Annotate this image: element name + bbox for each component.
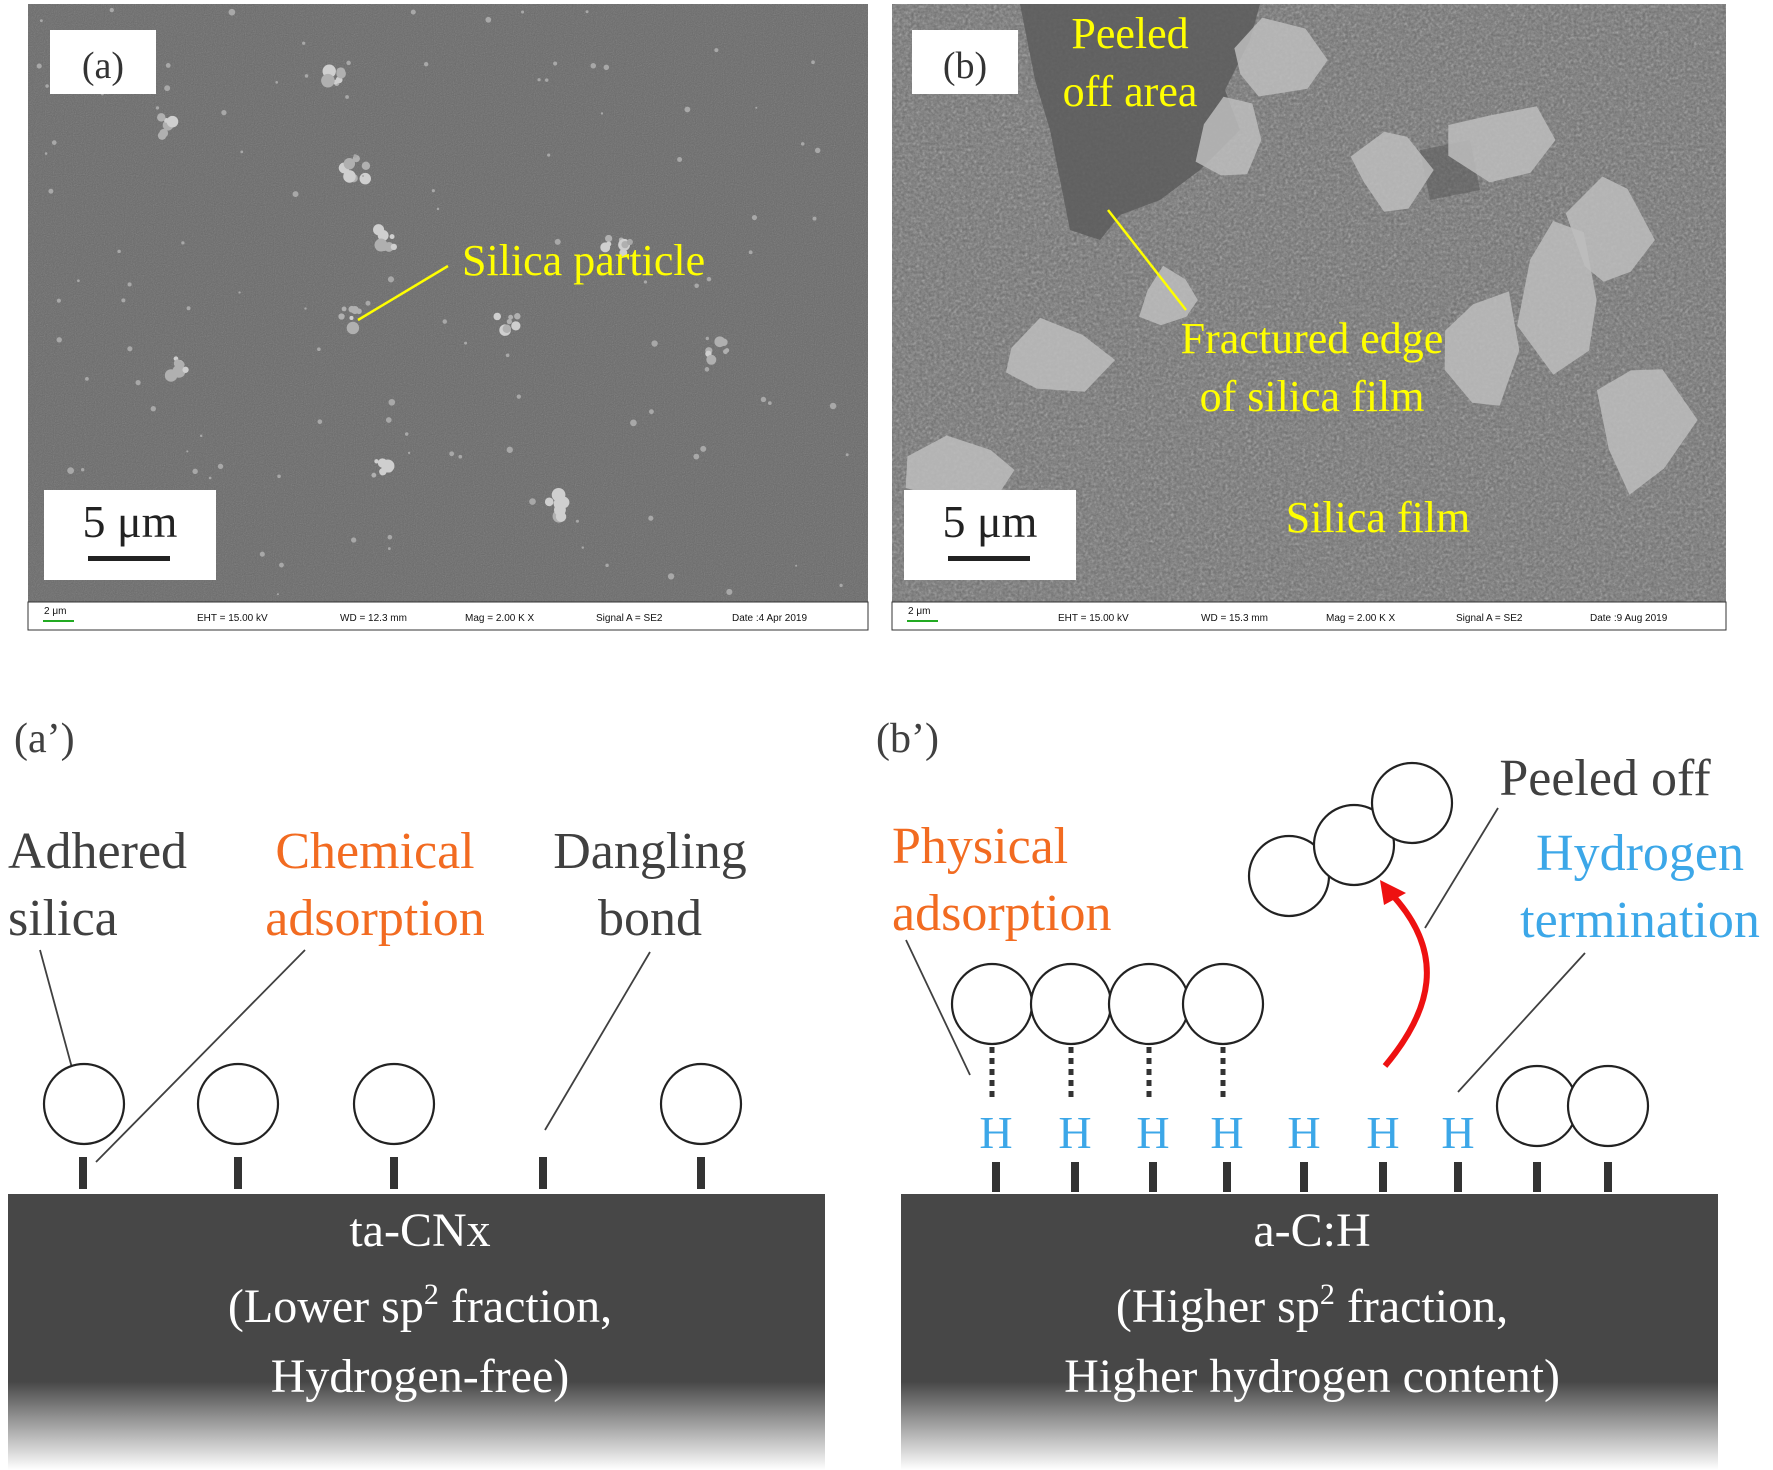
substrate-desc-line3-a: Hydrogen-free) xyxy=(271,1350,570,1403)
adhered-silica-line2: silica xyxy=(8,890,118,947)
info-signal-a: Signal A = SE2 xyxy=(596,613,663,624)
info-mag-a: Mag = 2.00 K X xyxy=(465,613,535,624)
sem-image-b: 2 μm EHT = 15.00 kV WD = 15.3 mm Mag = 2… xyxy=(891,4,1727,631)
info-small-scale-a: 2 μm xyxy=(44,606,66,617)
hydrogen-atom: H xyxy=(979,1107,1012,1158)
substrate-name-a-c-h: a-C:H xyxy=(1253,1204,1370,1257)
scale-bar-label-b: 5 μm xyxy=(943,496,1038,547)
silica-film-label: Silica film xyxy=(1286,493,1471,542)
peeled-silica-sphere xyxy=(1370,761,1454,845)
physical-adsorption-line1: Physical xyxy=(892,818,1068,875)
silica-sphere xyxy=(1029,962,1113,1046)
info-eht-b: EHT = 15.00 kV xyxy=(1058,613,1129,624)
scale-bar-a xyxy=(88,556,170,561)
schematic-b-prime: (b’) Physical adsorption Peeled off Hydr… xyxy=(876,716,1760,1470)
hydrogen-termination-leader xyxy=(1457,952,1586,1093)
info-mag-b: Mag = 2.00 K X xyxy=(1326,613,1396,624)
fractured-edge-label-line2: of silica film xyxy=(1200,372,1425,421)
sem-image-a: 2 μm EHT = 15.00 kV WD = 12.3 mm Mag = 2… xyxy=(27,4,869,631)
peeled-off-leader xyxy=(1424,807,1499,929)
surface-bond xyxy=(79,1157,87,1189)
physical-adsorption-leader xyxy=(905,939,971,1076)
scale-bar-label-a: 5 μm xyxy=(83,496,178,547)
schematic-a-prime: (a’) Adhered silica Chemical adsorption … xyxy=(8,716,825,1470)
hydrogen-atom: H xyxy=(1136,1107,1169,1158)
surface-bond xyxy=(390,1157,398,1189)
hydrogen-atom: H xyxy=(1366,1107,1399,1158)
silica-flakes-b xyxy=(905,17,1698,500)
silica-sphere xyxy=(196,1062,280,1146)
substrate-desc-line2-b: (Higher sp2 fraction, xyxy=(1116,1278,1508,1333)
peeled-area-label-line1: Peeled xyxy=(1071,9,1188,58)
silica-sphere xyxy=(42,1062,126,1146)
adhered-silica-line1: Adhered xyxy=(8,823,187,880)
sem-info-bar-a: 2 μm EHT = 15.00 kV WD = 12.3 mm Mag = 2… xyxy=(43,606,807,624)
physical-adsorption-line2: adsorption xyxy=(892,885,1112,942)
hydrogen-atom: H xyxy=(1210,1107,1243,1158)
sem-info-bar-b: 2 μm EHT = 15.00 kV WD = 15.3 mm Mag = 2… xyxy=(907,606,1668,624)
panel-label-a-prime: (a’) xyxy=(14,716,75,762)
info-date-b: Date :9 Aug 2019 xyxy=(1590,613,1668,624)
chemical-adsorption-leader xyxy=(95,949,306,1163)
silica-sphere xyxy=(950,962,1034,1046)
hydrogen-atom: H xyxy=(1058,1107,1091,1158)
scale-bar-b xyxy=(948,556,1030,561)
info-wd-a: WD = 12.3 mm xyxy=(340,613,407,624)
info-eht-a: EHT = 15.00 kV xyxy=(197,613,268,624)
hydrogen-termination-line2: termination xyxy=(1520,892,1760,949)
dangling-bond-line2: bond xyxy=(598,890,702,947)
info-date-a: Date :4 Apr 2019 xyxy=(732,613,807,624)
fractured-edge-label-line1: Fractured edge xyxy=(1181,314,1444,363)
info-signal-b: Signal A = SE2 xyxy=(1456,613,1523,624)
surface-bond xyxy=(697,1157,705,1189)
peel-off-arrowhead xyxy=(1380,880,1406,905)
panel-label-b-prime: (b’) xyxy=(876,716,939,762)
silica-particle-leader xyxy=(357,264,449,322)
substrate-desc-line3-b: Higher hydrogen content) xyxy=(1064,1350,1560,1403)
dangling-bond xyxy=(539,1157,547,1189)
peel-off-arrow xyxy=(1382,896,1430,1068)
silica-sphere xyxy=(1181,962,1265,1046)
silica-sphere xyxy=(659,1062,743,1146)
fractured-edge-leader xyxy=(1107,209,1187,311)
surface-bond xyxy=(234,1157,242,1189)
info-small-scale-b: 2 μm xyxy=(908,606,930,617)
silica-sphere xyxy=(1107,962,1191,1046)
surface-bonds-b xyxy=(992,1162,1612,1192)
silica-particle-label: Silica particle xyxy=(462,236,705,285)
hydrogen-atom: H xyxy=(1287,1107,1320,1158)
silica-sphere xyxy=(1566,1064,1650,1148)
substrate-name-ta-cnx: ta-CNx xyxy=(349,1204,490,1257)
silica-sphere xyxy=(352,1062,436,1146)
peeled-off-region xyxy=(1020,4,1260,240)
info-wd-b: WD = 15.3 mm xyxy=(1201,613,1268,624)
panel-label-a: (a) xyxy=(82,45,124,87)
substrate-a-c-h xyxy=(901,1194,1718,1470)
silica-sphere xyxy=(1495,1064,1579,1148)
substrate-ta-cnx xyxy=(8,1194,825,1470)
physical-adsorption-dashes xyxy=(989,1047,1226,1102)
peeled-silica-sphere xyxy=(1312,803,1396,887)
hydrogen-atoms: H H H H H H H xyxy=(979,1107,1474,1158)
dangling-bond-leader xyxy=(544,951,651,1131)
dangling-bond-line1: Dangling xyxy=(553,823,747,880)
peeled-area-label-line2: off area xyxy=(1063,67,1198,116)
silica-particles-a xyxy=(36,7,849,596)
peeled-off-label: Peeled off xyxy=(1499,750,1711,807)
chemical-adsorption-line2: adsorption xyxy=(265,890,485,947)
substrate-desc-line2-a: (Lower sp2 fraction, xyxy=(228,1278,612,1333)
panel-label-b: (b) xyxy=(943,45,987,87)
hydrogen-termination-line1: Hydrogen xyxy=(1536,825,1744,882)
chemical-adsorption-line1: Chemical xyxy=(275,823,474,880)
hydrogen-atom: H xyxy=(1441,1107,1474,1158)
